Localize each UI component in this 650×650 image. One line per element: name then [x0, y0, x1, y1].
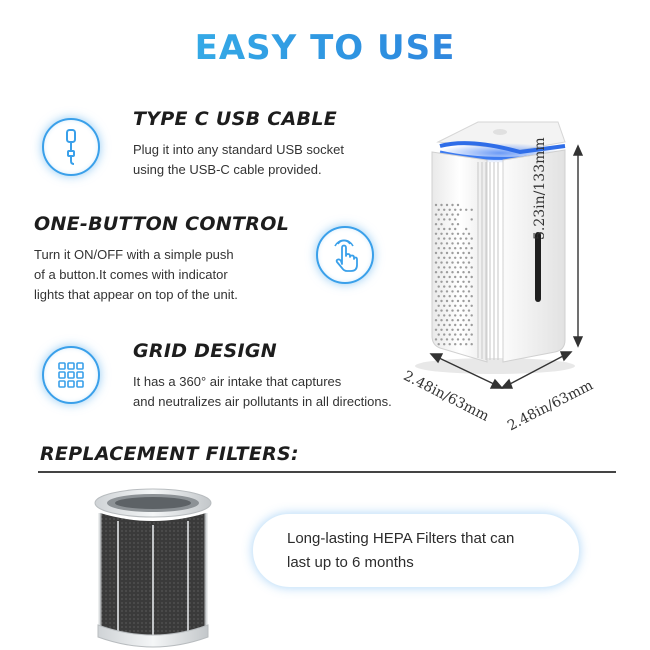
filter-info-box: Long-lasting HEPA Filters that can last … [252, 513, 580, 588]
height-dimension-label: 5.23in/133mm [532, 137, 548, 240]
filter-info-line: Long-lasting HEPA Filters that can [287, 527, 579, 551]
hepa-filter-image [88, 485, 218, 650]
filters-heading: REPLACEMENT FILTERS: [40, 443, 299, 465]
filter-info-line: last up to 6 months [287, 551, 579, 575]
divider [38, 471, 616, 473]
